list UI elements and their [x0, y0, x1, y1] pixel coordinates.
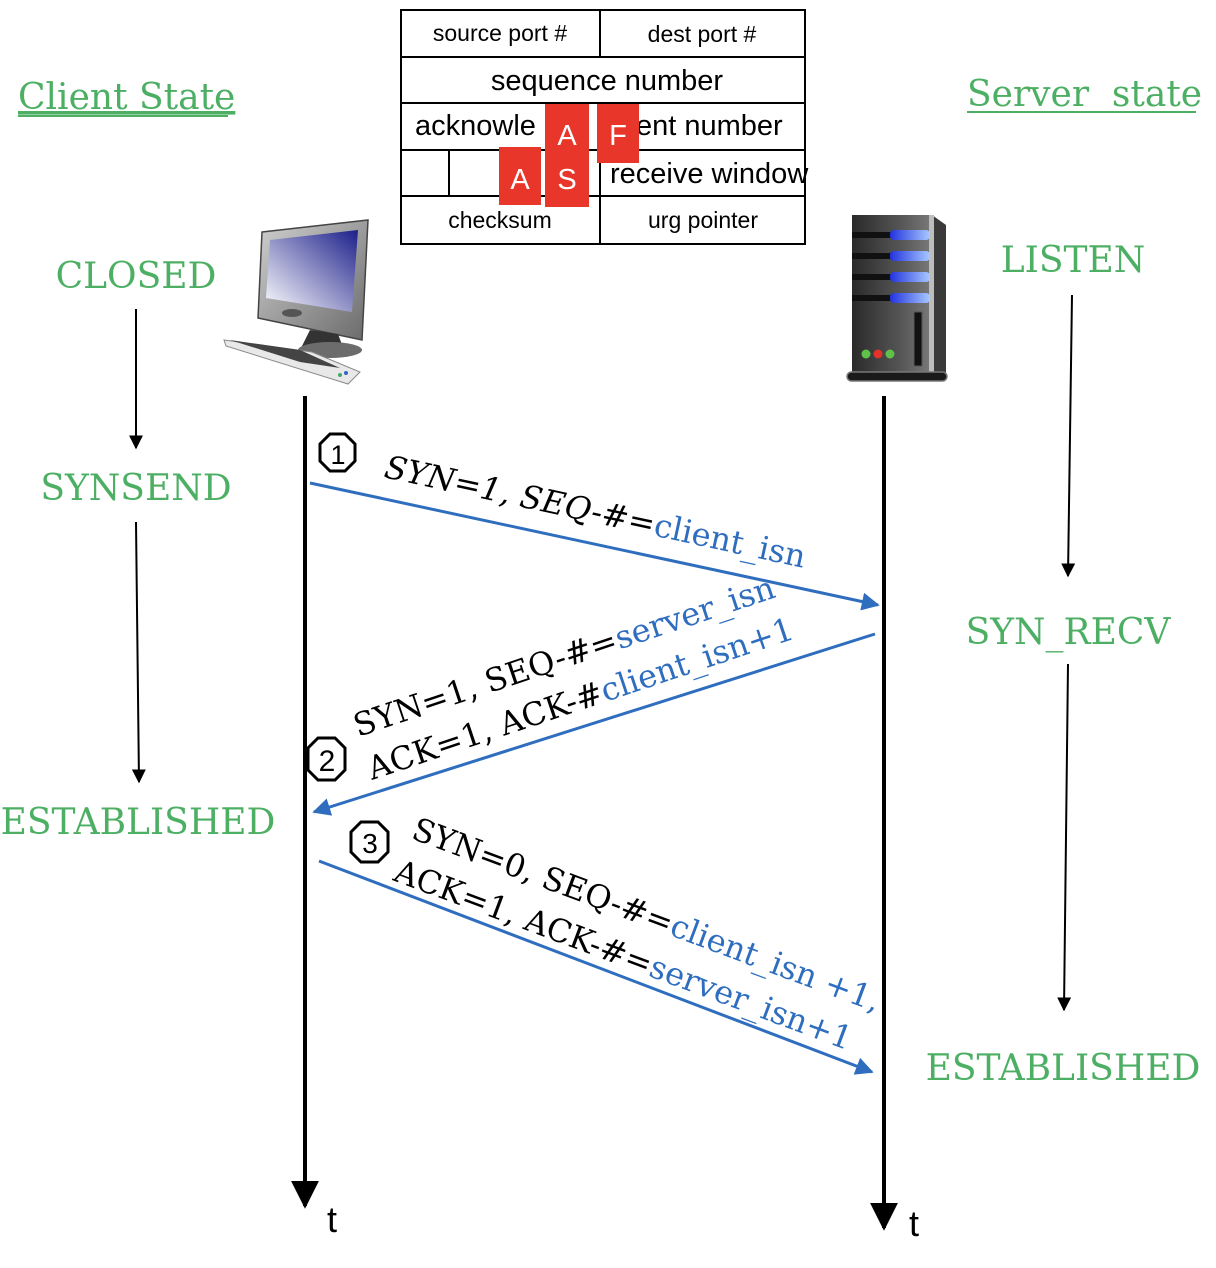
svg-text:A: A: [557, 120, 577, 152]
field-urg-pointer: urg pointer: [648, 207, 758, 233]
server-led-green-2: [885, 349, 895, 359]
flag-badge-ack-lower: A: [499, 147, 541, 205]
field-sequence-number: sequence number: [491, 65, 723, 97]
server-transition-arrow-1: [1061, 294, 1076, 578]
client-state-closed: CLOSED: [56, 256, 217, 297]
message-1-line-1-value: client_isn: [651, 506, 810, 576]
field-dest-port: dest port #: [648, 21, 757, 47]
server-time-label: t: [909, 1203, 919, 1244]
tcp-header-table: source port # dest port # sequence numbe…: [400, 9, 809, 245]
message-2: 2 SYN=1, SEQ-#=server_isn ACK=1, ACK-#cl…: [306, 568, 876, 816]
message-3-arrow: [318, 859, 874, 1075]
svg-text:1: 1: [330, 440, 345, 470]
flag-badge-fin: F: [597, 104, 639, 163]
client-state-heading: Client State: [18, 77, 235, 118]
step-1-badge: 1: [318, 432, 357, 473]
flag-badge-ack-syn: A S: [545, 104, 589, 207]
server-state-listen: LISTEN: [1001, 240, 1146, 281]
svg-text:S: S: [557, 164, 576, 196]
server-led-red: [873, 349, 883, 359]
field-source-port: source port #: [433, 20, 567, 46]
message-1: 1 SYN=1, SEQ-#=client_isn: [309, 432, 880, 611]
svg-text:F: F: [609, 120, 627, 152]
server-led-green-1: [861, 349, 871, 359]
field-checksum: checksum: [448, 207, 552, 233]
client-time-label: t: [327, 1199, 337, 1240]
server-transition-arrow-2: [1057, 663, 1072, 1012]
client-state-synsend: SYNSEND: [40, 468, 231, 509]
svg-text:2: 2: [319, 745, 336, 778]
message-3: 3 SYN=0, SEQ-#=client_isn +1, ACK=1, ACK…: [318, 810, 886, 1075]
field-ack-number-left: acknowle: [415, 110, 536, 142]
server-state-heading: Server state: [967, 74, 1202, 115]
message-1-arrow: [309, 481, 880, 611]
step-2-badge: 2: [306, 736, 347, 782]
svg-text:A: A: [510, 164, 530, 196]
desktop-computer-icon: [223, 219, 369, 385]
server-tower-icon: [846, 215, 948, 382]
field-ack-number-right: ent number: [636, 110, 783, 142]
message-2-arrow: [312, 632, 876, 816]
svg-text:3: 3: [362, 828, 378, 859]
field-receive-window: receive window: [610, 158, 809, 190]
client-transition-arrow-2: [131, 521, 146, 784]
client-state-established: ESTABLISHED: [1, 802, 276, 843]
server-state-syn-recv: SYN_RECV: [966, 612, 1172, 653]
server-state-established: ESTABLISHED: [926, 1048, 1201, 1089]
step-3-badge: 3: [349, 820, 390, 864]
